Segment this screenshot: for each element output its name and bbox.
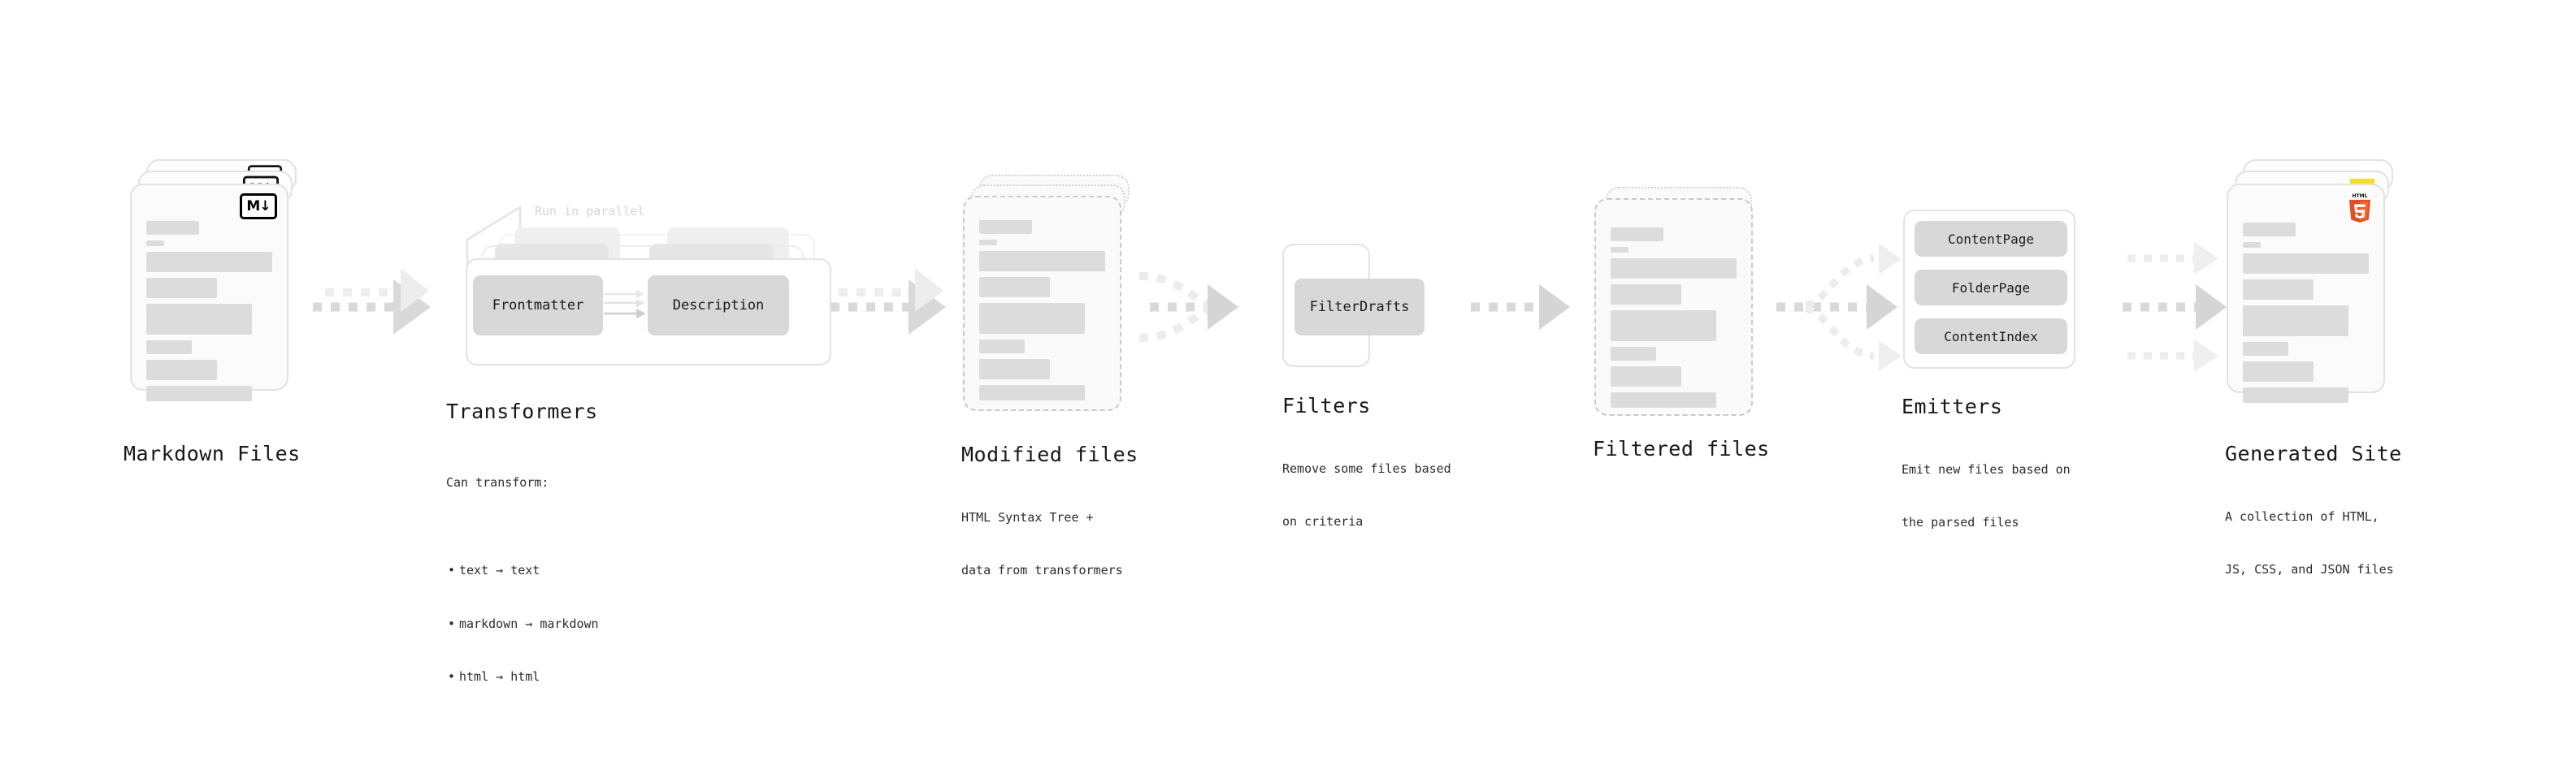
html5-icon: HTML bbox=[2346, 192, 2374, 224]
filters-box: FilterDrafts bbox=[1282, 244, 1425, 367]
emitters-title: Emitters bbox=[1902, 395, 2003, 418]
content-bar bbox=[1611, 258, 1737, 279]
modified-card-stack bbox=[963, 175, 1138, 435]
content-bar bbox=[2243, 242, 2261, 248]
emitters-subtitle-line: the parsed files bbox=[1902, 514, 2019, 530]
modified-files-title: Modified files bbox=[961, 443, 1138, 466]
filters-subtitle-line: on criteria bbox=[1282, 513, 1364, 529]
content-bar bbox=[2243, 253, 2369, 274]
content-bar bbox=[2243, 342, 2288, 356]
content-bar bbox=[1611, 347, 1656, 361]
content-bar bbox=[979, 277, 1050, 297]
transformer-layer-front: Frontmatter Description bbox=[466, 258, 831, 366]
content-bar bbox=[979, 385, 1086, 400]
emitters-box: ContentPage FolderPage ContentIndex bbox=[1903, 210, 2075, 369]
content-bar bbox=[979, 303, 1086, 334]
stage-generated-site: CSS HTML bbox=[2225, 159, 2401, 577]
stage-filtered-files: Filtered files bbox=[1593, 187, 1769, 461]
markdown-card-stack: M↓ M↓ M↓ bbox=[130, 159, 305, 419]
content-bar bbox=[979, 240, 997, 245]
content-bar bbox=[146, 240, 164, 246]
content-bar bbox=[146, 360, 217, 380]
transformers-intro: Can transform: bbox=[446, 474, 549, 490]
filtered-card-content bbox=[1611, 227, 1737, 408]
content-bar bbox=[2243, 361, 2314, 382]
filtered-card-stack bbox=[1594, 187, 1769, 447]
inner-arrows bbox=[604, 290, 646, 318]
pill-frontmatter[interactable]: Frontmatter bbox=[473, 275, 603, 335]
transformers-bullet: markdown → markdown bbox=[448, 616, 599, 634]
run-in-parallel-label: Run in parallel bbox=[535, 204, 645, 218]
modified-files-subtitle-line: data from transformers bbox=[961, 562, 1123, 577]
connector-modified-to-filters bbox=[1138, 272, 1238, 342]
pill-contentindex[interactable]: ContentIndex bbox=[1915, 318, 2067, 354]
content-bar bbox=[1611, 366, 1681, 387]
content-bar bbox=[979, 251, 1105, 271]
generated-site-title: Generated Site bbox=[2225, 442, 2402, 465]
filtered-files-title: Filtered files bbox=[1593, 437, 1770, 461]
content-bar bbox=[1611, 227, 1664, 241]
transformers-bullet: html → html bbox=[448, 668, 599, 686]
generated-site-description: A collection of HTML, JS, CSS, and JSON … bbox=[2225, 473, 2394, 614]
modified-files-description: HTML Syntax Tree + data from transformer… bbox=[961, 474, 1123, 615]
markdown-card-content bbox=[146, 221, 272, 401]
generated-card-stack: CSS HTML bbox=[2227, 159, 2401, 419]
content-bar bbox=[146, 386, 253, 401]
generated-card-front: HTML bbox=[2227, 184, 2385, 403]
content-bar bbox=[146, 304, 253, 335]
transformers-bullet: text → text bbox=[448, 562, 599, 580]
svg-text:HTML: HTML bbox=[2353, 193, 2368, 199]
emitters-description: Emit new files based on the parsed files bbox=[1902, 426, 2071, 567]
stage-filters: FilterDrafts Filters Remove some files b… bbox=[1282, 244, 1451, 529]
content-bar bbox=[146, 221, 200, 235]
pipeline-diagram: M↓ M↓ M↓ Markdown Files bbox=[0, 0, 2576, 681]
content-bar bbox=[979, 220, 1033, 234]
pill-description[interactable]: Description bbox=[648, 275, 789, 335]
modified-card-front bbox=[963, 196, 1121, 411]
markdown-badge-front: M↓ bbox=[240, 193, 277, 219]
content-bar bbox=[1611, 284, 1681, 305]
content-bar bbox=[1611, 247, 1628, 253]
transformers-bullet-list: text → text markdown → markdown html → h… bbox=[446, 527, 599, 721]
connector-emitters-to-site bbox=[2123, 242, 2227, 372]
connector-filtered-to-emitters bbox=[1776, 244, 1902, 371]
emitters-subtitle-line: Emit new files based on bbox=[1902, 461, 2071, 477]
markdown-card-front: M↓ bbox=[130, 184, 288, 401]
content-bar bbox=[146, 278, 217, 298]
modified-files-subtitle-line: HTML Syntax Tree + bbox=[961, 509, 1094, 525]
connector-markdown-to-transformers bbox=[313, 268, 431, 335]
stage-markdown-files: M↓ M↓ M↓ Markdown Files bbox=[124, 159, 305, 465]
content-bar bbox=[2243, 223, 2296, 236]
content-bar bbox=[1611, 392, 1717, 408]
content-bar bbox=[979, 359, 1050, 379]
modified-card-content bbox=[979, 220, 1105, 400]
generated-site-subtitle-line: JS, CSS, and JSON files bbox=[2225, 561, 2394, 577]
connector-filters-to-filtered bbox=[1471, 284, 1570, 330]
transformers-description: Can transform: text → text markdown → ma… bbox=[446, 439, 599, 757]
filters-description: Remove some files based on criteria bbox=[1282, 425, 1451, 566]
content-bar bbox=[1611, 310, 1717, 341]
stage-modified-files: Modified files HTML Syntax Tree + data f… bbox=[961, 175, 1138, 577]
pill-filterdrafts[interactable]: FilterDrafts bbox=[1295, 279, 1425, 335]
pill-contentpage[interactable]: ContentPage bbox=[1915, 221, 2067, 257]
filters-title: Filters bbox=[1282, 394, 1371, 417]
transformers-title: Transformers bbox=[446, 400, 598, 423]
content-bar bbox=[2243, 305, 2349, 336]
content-bar bbox=[2243, 387, 2349, 403]
connector-transformers-to-modified bbox=[830, 268, 946, 335]
generated-card-content bbox=[2243, 223, 2369, 403]
content-bar bbox=[146, 252, 272, 272]
pill-folderpage[interactable]: FolderPage bbox=[1915, 270, 2067, 305]
filtered-card-front bbox=[1594, 198, 1753, 416]
content-bar bbox=[2243, 279, 2314, 300]
content-bar bbox=[979, 340, 1025, 353]
markdown-files-title: Markdown Files bbox=[124, 442, 301, 465]
filters-subtitle-line: Remove some files based bbox=[1282, 461, 1451, 476]
content-bar bbox=[146, 340, 192, 354]
generated-site-subtitle-line: A collection of HTML, bbox=[2225, 508, 2379, 524]
